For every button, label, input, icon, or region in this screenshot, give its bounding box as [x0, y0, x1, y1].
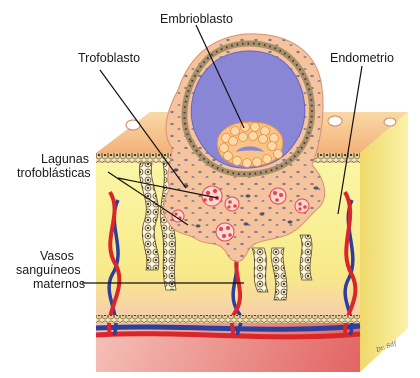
label-vasos-line3: maternos: [33, 277, 85, 291]
gland-opening: [384, 118, 396, 126]
label-vasos-line2: sanguíneos: [16, 263, 81, 277]
label-vasos: Vasos: [40, 249, 74, 263]
lacuna: [225, 197, 239, 211]
vein: [96, 326, 360, 329]
lacuna: [295, 199, 309, 213]
label-embrioblasto: Embrioblasto: [160, 12, 233, 26]
embryoblast: [217, 122, 282, 168]
label-lagunas: Lagunas: [41, 152, 89, 166]
label-trofoblasto: Trofoblasto: [78, 51, 140, 65]
artery: [96, 334, 360, 337]
basal-epithelium: [96, 315, 360, 323]
label-endometrio: Endometrio: [330, 51, 394, 65]
endometrium-side-face: [360, 112, 408, 372]
label-lagunas-line2: trofoblásticas: [17, 166, 91, 180]
uterine-gland: [300, 235, 312, 280]
lacuna: [216, 223, 234, 241]
lacuna: [270, 188, 286, 204]
gland-opening: [328, 116, 342, 126]
